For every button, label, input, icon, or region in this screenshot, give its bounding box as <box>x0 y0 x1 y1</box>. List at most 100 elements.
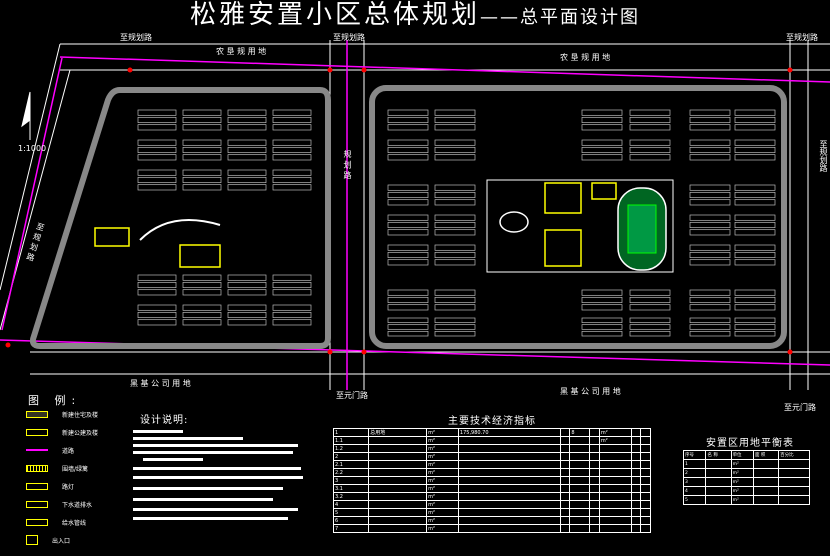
residential-building <box>387 139 429 146</box>
residential-building <box>387 317 429 324</box>
table-cell <box>457 500 561 509</box>
legend-item: 给水管线 <box>26 513 126 531</box>
residential-building <box>434 324 476 330</box>
table-cell <box>559 476 571 485</box>
label-south-left: 黑 基 公 司 用 地 <box>130 379 191 388</box>
residential-building <box>227 169 267 176</box>
label-central-road: 规 划 路 <box>343 150 352 180</box>
residential-building <box>387 214 429 221</box>
table-cell: 3 <box>332 476 370 485</box>
table-cell: m² <box>426 468 459 477</box>
table-cell: m² <box>426 436 459 445</box>
residential-building <box>387 251 429 259</box>
school-gym <box>591 182 617 200</box>
table-cell <box>778 459 810 469</box>
legend-item: 新建公建及楼 <box>26 423 126 441</box>
legend-swatch <box>26 410 48 418</box>
table-cell <box>368 452 428 461</box>
table-cell <box>640 436 651 445</box>
label-north-right: 农 垦 规 用 地 <box>560 53 611 62</box>
residential-building <box>689 221 731 229</box>
table-cell <box>569 492 591 501</box>
table-cell: 1 <box>682 459 707 469</box>
table-cell <box>630 516 642 525</box>
table-cell <box>457 508 561 517</box>
residential-building <box>434 154 476 161</box>
residential-building <box>689 304 731 311</box>
table-cell <box>640 516 651 525</box>
residential-building <box>434 139 476 146</box>
residential-building <box>689 324 731 330</box>
residential-building <box>734 259 776 266</box>
residential-building <box>581 304 623 311</box>
table-cell <box>559 516 571 525</box>
residential-building <box>387 116 429 124</box>
table-cell <box>559 460 571 469</box>
table-cell <box>589 492 600 501</box>
table-cell <box>559 492 571 501</box>
residential-building <box>734 251 776 259</box>
residential-building <box>734 184 776 191</box>
residential-building <box>434 124 476 131</box>
table-row: 序号名 称单位面 积百分比 <box>682 450 810 460</box>
table-cell: m² <box>426 476 459 485</box>
residential-building <box>434 317 476 324</box>
residential-building <box>137 289 177 296</box>
table-cell <box>559 428 571 437</box>
table-cell: 面 积 <box>752 450 780 460</box>
table-cell <box>589 500 600 509</box>
table-cell <box>589 508 600 517</box>
residential-building <box>272 274 312 281</box>
residential-building <box>182 289 222 296</box>
residential-building <box>272 154 312 161</box>
residential-building <box>434 191 476 199</box>
label-top-left: 至规划路 <box>120 33 152 42</box>
table-cell <box>640 492 651 501</box>
table-cell <box>559 484 571 493</box>
residential-building <box>272 184 312 191</box>
residential-building <box>434 296 476 304</box>
residential-building <box>434 221 476 229</box>
residential-building <box>227 139 267 146</box>
residential-building <box>182 139 222 146</box>
table-cell <box>640 484 651 493</box>
table-cell <box>457 476 561 485</box>
table-cell <box>368 476 428 485</box>
table-cell: m² <box>730 486 755 496</box>
table-cell <box>630 484 642 493</box>
residential-building <box>581 109 623 116</box>
roundabout <box>499 211 529 233</box>
table-cell <box>368 436 428 445</box>
table-cell <box>778 486 810 496</box>
residential-building <box>581 139 623 146</box>
residential-building <box>689 229 731 236</box>
table-cell: 175,980.70 <box>457 428 561 437</box>
table-cell <box>752 495 780 505</box>
residential-building <box>689 116 731 124</box>
residential-building <box>689 317 731 324</box>
table-cell: m² <box>426 492 459 501</box>
residential-building <box>734 139 776 146</box>
table-cell <box>569 460 591 469</box>
residential-building <box>734 146 776 154</box>
table-cell <box>778 468 810 478</box>
residential-building <box>689 330 731 337</box>
residential-building <box>387 296 429 304</box>
residential-building <box>272 304 312 311</box>
table-cell <box>368 468 428 477</box>
residential-building <box>734 116 776 124</box>
legend-item: 新建住宅及楼 <box>26 405 126 423</box>
table-cell: m² <box>426 444 459 453</box>
residential-building <box>137 176 177 184</box>
residential-building <box>629 324 671 330</box>
table-cell <box>457 524 561 533</box>
table-cell: m² <box>730 468 755 478</box>
residential-building <box>227 304 267 311</box>
label-south-right: 黑 基 公 司 用 地 <box>560 387 621 396</box>
residential-building <box>734 124 776 131</box>
residential-building <box>137 304 177 311</box>
